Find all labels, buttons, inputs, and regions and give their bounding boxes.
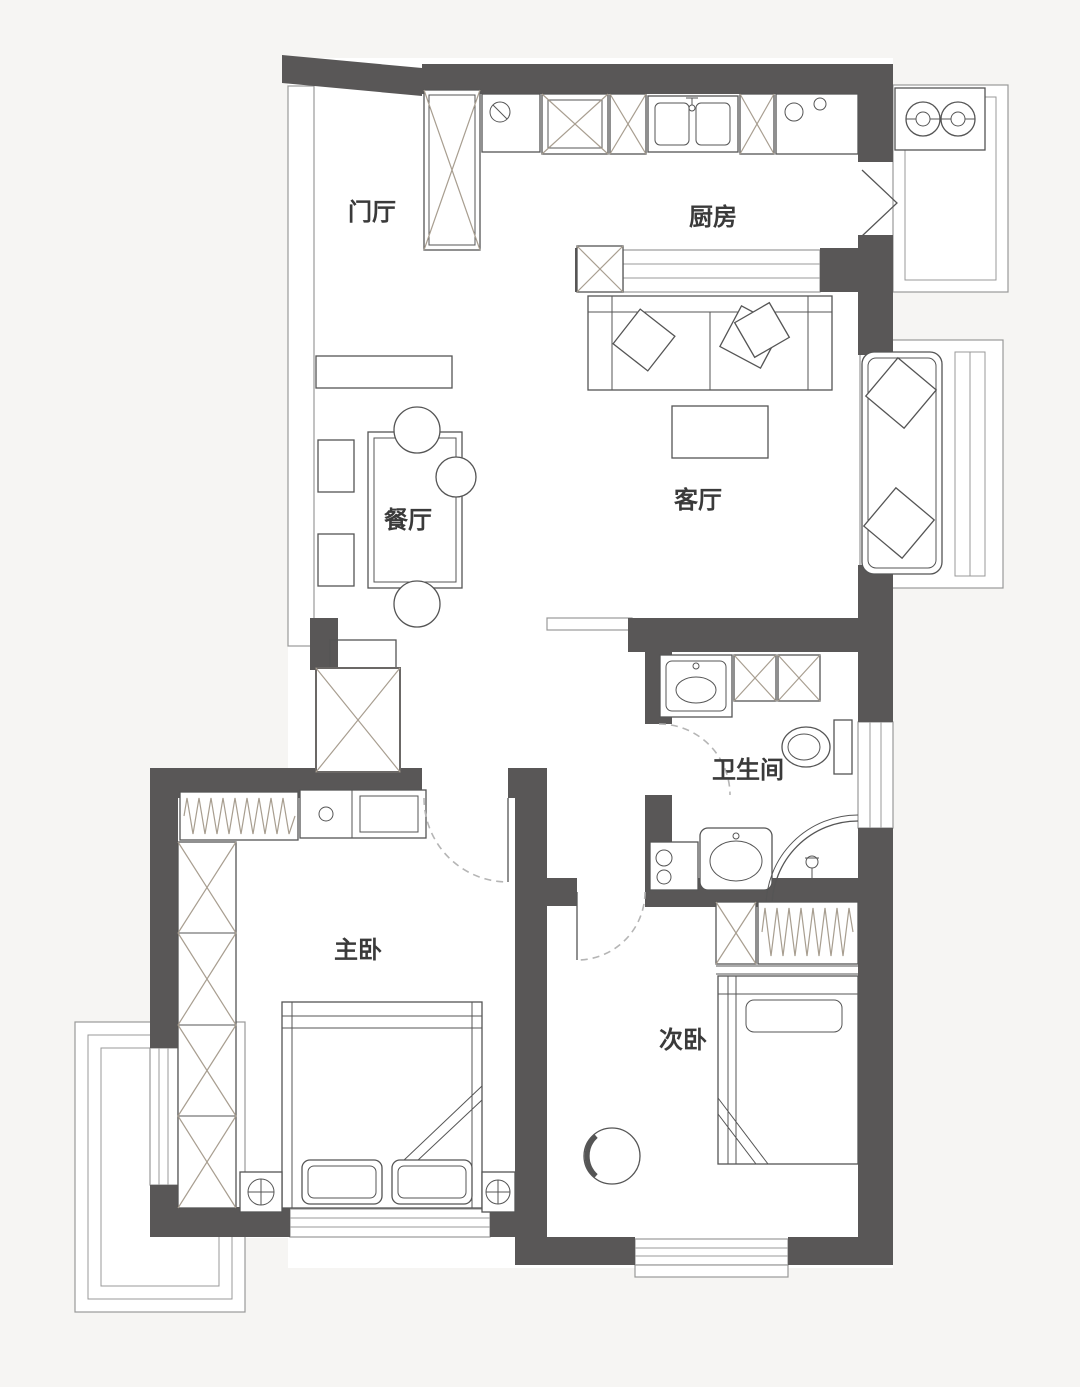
master-bedroom-window [289, 1208, 491, 1238]
shower-area [765, 814, 859, 908]
kitchen-pass-window [622, 249, 821, 293]
master-closet-rod [179, 791, 299, 841]
second-bedroom-wardrobe [715, 901, 859, 975]
master-wardrobe [177, 841, 237, 1209]
hall-wardrobe [315, 667, 401, 773]
master-nightstands [239, 1171, 516, 1213]
chaise-lounge [861, 351, 943, 575]
room-label-entry: 门厅 [348, 198, 396, 226]
room-label-dining: 餐厅 [384, 506, 432, 534]
living-partition [546, 617, 633, 631]
bathroom-window [857, 721, 894, 829]
toilet [781, 719, 853, 775]
room-label-bathroom: 卫生间 [712, 756, 784, 784]
coffee-table [671, 405, 769, 459]
kitchen-lower-cabinet [576, 245, 624, 293]
master-bedroom-door [423, 797, 509, 883]
second-bedroom-door [576, 891, 646, 961]
sofa [587, 295, 833, 391]
room-labels: 门厅 厨房 餐厅 客厅 卫生间 主卧 次卧 [334, 198, 784, 1054]
master-bed [281, 1001, 483, 1209]
laundry-sink [699, 827, 773, 891]
room-label-kitchen: 厨房 [689, 203, 737, 231]
room-label-second-bedroom: 次卧 [659, 1026, 707, 1054]
dining-wall-cabinets [317, 439, 355, 587]
bathroom-door [658, 723, 731, 796]
room-label-living: 客厅 [674, 486, 722, 514]
second-bedroom-bed [717, 975, 859, 1165]
second-bedroom-window [634, 1238, 789, 1278]
room-label-master-bedroom: 主卧 [334, 936, 382, 964]
master-dresser [299, 789, 427, 839]
entry-shoe-cabinet [423, 89, 481, 251]
left-partition-wall [287, 85, 315, 647]
gas-stove [894, 87, 986, 151]
dining-sideboard [315, 355, 453, 389]
dining-chairs [393, 406, 477, 628]
washing-machine [649, 841, 699, 891]
kitchen-door-open [861, 169, 898, 237]
kitchen-sink [647, 95, 739, 153]
second-bedroom-chair [583, 1127, 641, 1185]
kitchen-counter [481, 93, 859, 155]
bathroom-cabinets [733, 654, 821, 702]
bathroom-vanity-sink [659, 654, 733, 718]
master-balcony-window [149, 1047, 179, 1186]
